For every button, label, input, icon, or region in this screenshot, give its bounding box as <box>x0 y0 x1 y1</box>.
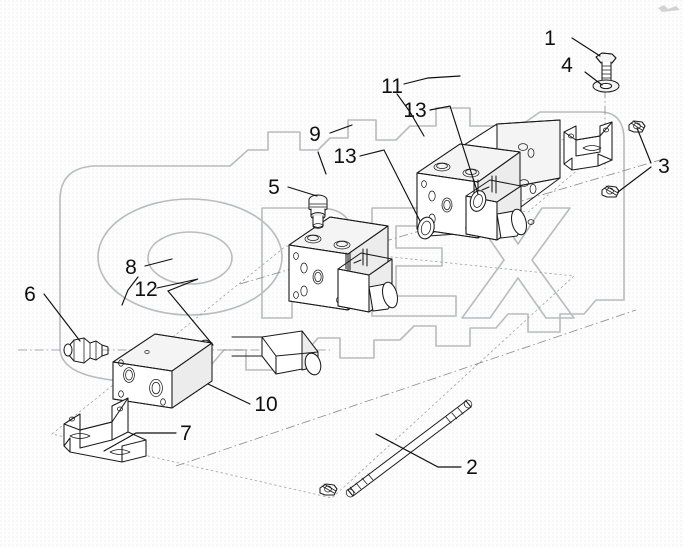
lock-nut-lower-part-3 <box>601 185 620 198</box>
callout-1: 1 <box>544 27 556 50</box>
leader-2 <box>375 433 462 468</box>
leader-11a <box>403 75 461 85</box>
leader-8b <box>121 276 139 306</box>
lock-nut-upper-part-3 <box>628 120 646 133</box>
valve-block-middle-part-8 <box>288 216 399 313</box>
mounting-bracket-rear <box>563 121 613 171</box>
o-ring-middle-part-13 <box>417 216 435 240</box>
callout-7: 7 <box>180 422 192 445</box>
callout-4: 4 <box>561 54 573 77</box>
callout-6: 6 <box>24 283 36 306</box>
cylinder-tube <box>231 330 322 376</box>
leader-1 <box>571 37 601 57</box>
leader-lines <box>43 37 652 468</box>
leader-3-upper <box>636 127 652 164</box>
leader-11b <box>396 93 425 137</box>
leader-8a <box>144 258 173 267</box>
callout-numbers: 1 2 3 4 5 6 7 8 9 10 11 12 13 13 <box>24 27 670 479</box>
leader-5 <box>287 186 318 197</box>
leader-6 <box>43 293 81 342</box>
corner-mark <box>658 5 680 12</box>
hex-head-bolt-part-1 <box>595 52 617 85</box>
callout-11: 11 <box>381 75 403 98</box>
leader-12 <box>156 278 214 346</box>
callout-3: 3 <box>658 155 670 178</box>
callout-13a: 13 <box>403 99 426 122</box>
leader-9a <box>329 124 353 134</box>
hose-fitting-part-6 <box>63 337 109 364</box>
callout-8: 8 <box>125 256 137 279</box>
valve-block-front-part-10 <box>112 333 213 409</box>
threaded-rod-part-2 <box>345 399 473 498</box>
mounting-bracket-part-7 <box>63 397 147 463</box>
leader-9b <box>317 151 327 175</box>
callout-9: 9 <box>309 123 321 146</box>
callout-5: 5 <box>268 176 280 199</box>
leader-4 <box>584 71 603 86</box>
callout-2: 2 <box>466 456 478 479</box>
leader-3-lower <box>617 166 652 193</box>
leader-7 <box>103 432 177 452</box>
leader-10 <box>207 383 251 405</box>
callout-10: 10 <box>254 393 277 416</box>
o-ring-rear-part-13 <box>469 190 487 212</box>
callout-12: 12 <box>134 278 157 301</box>
screw-plug-part-5 <box>308 194 328 229</box>
leader-13a <box>429 105 479 195</box>
callout-13b: 13 <box>333 145 356 168</box>
leader-13b <box>359 149 421 222</box>
lock-nut-bottom-part-3 <box>319 483 338 496</box>
